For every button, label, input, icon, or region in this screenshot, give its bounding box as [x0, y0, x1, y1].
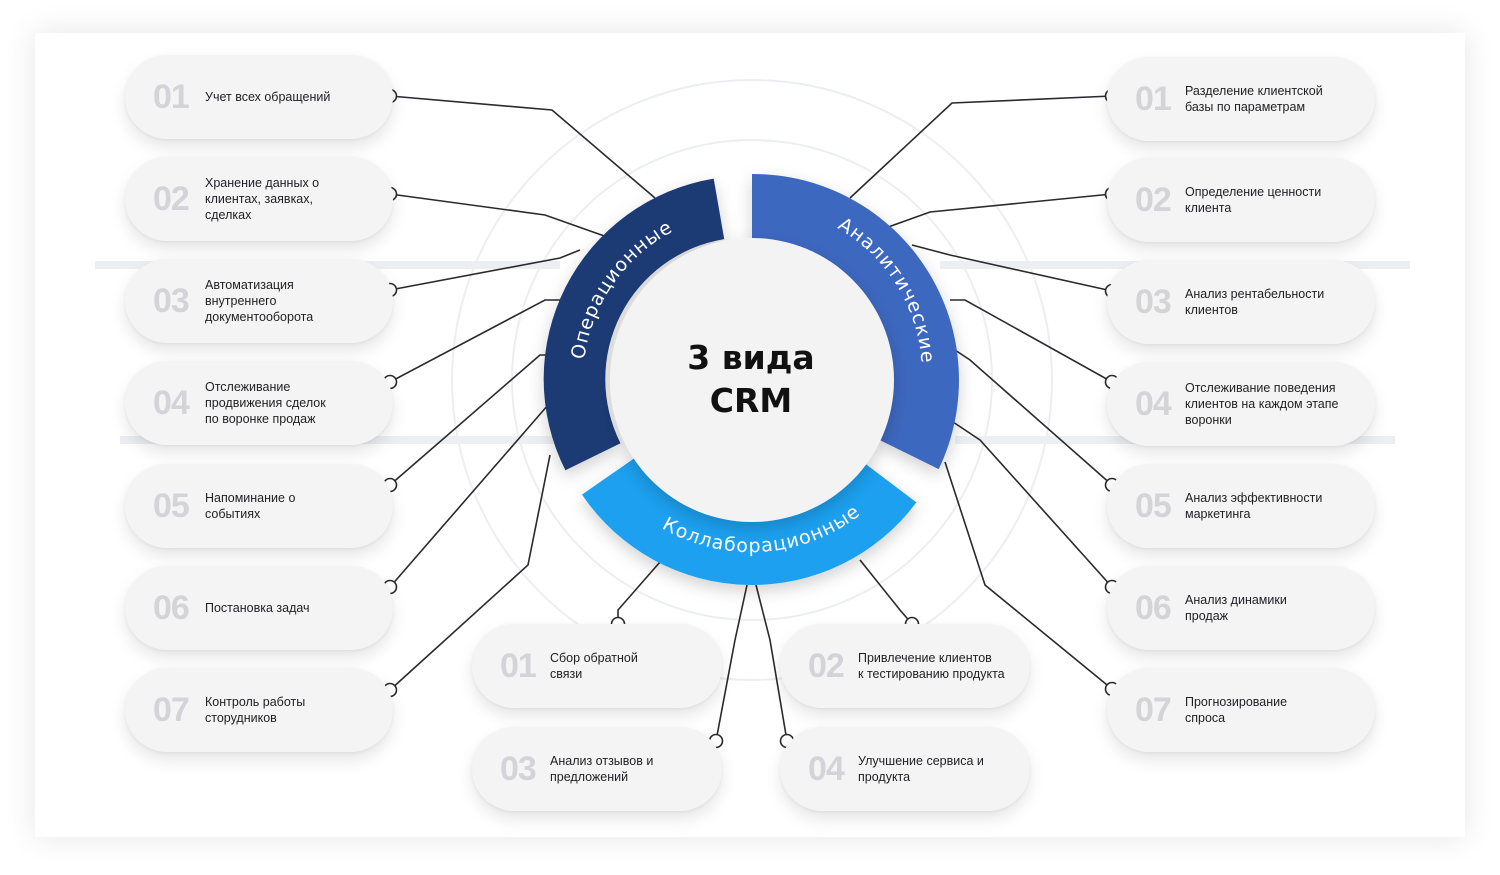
analytical-item: 02 Определение ценности клиента	[1107, 158, 1375, 242]
item-number: 03	[153, 281, 190, 320]
item-text: Анализ динамики продаж	[1185, 593, 1287, 623]
connector-lines	[389, 95, 1113, 742]
item-number: 02	[1135, 180, 1172, 219]
item-number: 06	[153, 588, 190, 627]
item-text: Контроль работы сторудников	[205, 695, 306, 725]
item-number: 04	[1135, 384, 1172, 423]
analytical-item: 06 Анализ динамики продаж	[1107, 566, 1375, 650]
item-text: Отслеживание поведения клиентов на каждо…	[1185, 381, 1339, 427]
item-text: Определение ценности клиента	[1185, 185, 1322, 215]
crm-ring	[543, 173, 959, 585]
connector-line	[389, 299, 560, 383]
connector-line	[949, 419, 1113, 588]
operational-item: 01 Учет всех обращений	[125, 55, 393, 139]
connector-line	[389, 193, 611, 239]
analytical-item: 04 Отслеживание поведения клиентов на ка…	[1107, 362, 1375, 446]
item-number: 04	[808, 749, 845, 788]
item-text: Хранение данных о клиентах, заявках, сде…	[205, 176, 320, 222]
item-text: Разделение клиентской базы по параметрам	[1185, 84, 1323, 114]
connector-line	[849, 95, 1113, 199]
item-text: Отслеживание продвижения сделок по ворон…	[205, 380, 326, 426]
item-number: 07	[153, 690, 190, 729]
connector-line	[755, 584, 788, 742]
connector-line	[950, 299, 1113, 383]
item-text: Улучшение сервиса и продукта	[858, 754, 984, 784]
connector-line	[944, 461, 1113, 690]
connector-line	[389, 249, 581, 291]
collaborative-item: 04 Улучшение сервиса и продукта	[780, 727, 1030, 811]
connector-line	[859, 559, 913, 625]
item-number: 01	[153, 77, 190, 116]
analytical-item: 05 Анализ эффективности маркетинга	[1107, 464, 1375, 548]
connector-line	[617, 561, 661, 624]
item-text: Прогнозирование спроса	[1185, 695, 1288, 725]
item-number: 02	[808, 646, 845, 685]
analytical-item: 07 Прогнозирование спроса	[1107, 668, 1375, 752]
item-number: 03	[1135, 282, 1172, 321]
item-text: Анализ эффективности маркетинга	[1185, 491, 1323, 521]
item-text: Автоматизация внутреннего документооборо…	[205, 278, 314, 324]
item-text: Сбор обратной связи	[550, 651, 638, 681]
operational-item: 03 Автоматизация внутреннего документооб…	[125, 259, 393, 343]
operational-item: 04 Отслеживание продвижения сделок по во…	[125, 361, 393, 445]
analytical-item: 01 Разделение клиентской базы по парамет…	[1107, 57, 1375, 141]
connector-line	[879, 193, 1113, 231]
connector-line	[389, 454, 551, 691]
item-text: Анализ отзывов и предложений	[550, 754, 654, 784]
operational-item: 06 Постановка задач	[125, 566, 393, 650]
operational-item: 07 Контроль работы сторудников	[125, 668, 393, 752]
collaborative-item: 03 Анализ отзывов и предложений	[472, 727, 722, 811]
center-circle	[610, 238, 894, 522]
operational-item: 02 Хранение данных о клиентах, заявках, …	[125, 157, 393, 241]
item-text: Привлечение клиентов к тестированию прод…	[858, 651, 1005, 681]
collaborative-item: 01 Сбор обратной связи	[472, 624, 722, 708]
item-text: Постановка задач	[205, 601, 310, 615]
item-number: 04	[153, 383, 190, 422]
item-number: 02	[153, 179, 190, 218]
collaborative-item: 02 Привлечение клиентов к тестированию п…	[780, 624, 1030, 708]
item-number: 03	[500, 749, 537, 788]
item-number: 06	[1135, 588, 1172, 627]
item-text: Напоминание о событиях	[205, 491, 296, 521]
operational-item: 05 Напоминание о событиях	[125, 464, 393, 548]
item-number: 01	[500, 646, 537, 685]
connector-line	[715, 584, 748, 742]
connector-line	[954, 349, 1113, 486]
item-number: 05	[1135, 486, 1172, 525]
item-text: Анализ рентабельности клиентов	[1185, 287, 1325, 317]
connector-line	[389, 354, 550, 486]
item-number: 07	[1135, 690, 1172, 729]
segment-operational	[543, 178, 725, 471]
connector-line	[389, 95, 656, 199]
item-text: Учет всех обращений	[205, 90, 331, 104]
center-title: 3 вида CRM	[687, 338, 815, 420]
analytical-item: 03 Анализ рентабельности клиентов	[1107, 260, 1375, 344]
item-number: 05	[153, 486, 190, 525]
connector-line	[389, 404, 549, 588]
connector-line	[911, 244, 1113, 292]
item-number: 01	[1135, 79, 1172, 118]
